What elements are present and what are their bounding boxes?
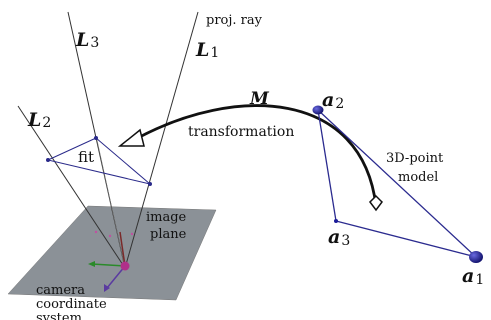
image-plane: [7, 205, 217, 301]
model-point-a3: [334, 219, 338, 223]
model-triangle: [317, 108, 477, 258]
fit-label: fit: [78, 148, 94, 166]
ray-L2: [17, 105, 126, 269]
transformation-symbol: M: [249, 89, 270, 109]
ray-L1: [124, 11, 199, 269]
camera-coordinate-label: camera coordinate system: [36, 283, 111, 320]
ray-label-L1: L1: [195, 39, 219, 61]
point-label-a3: a3: [328, 226, 350, 249]
model-point-a1: [469, 251, 483, 263]
proj-ray-label: proj. ray: [206, 13, 263, 28]
ray-fit-center: [96, 139, 126, 269]
fit-triangle: [46, 137, 151, 185]
camera-axes: [88, 231, 126, 292]
camera-center: [120, 261, 130, 271]
ray-label-L2: L2: [27, 109, 51, 131]
ray-label-L3: L3: [75, 29, 99, 51]
transformation-arrow: [133, 104, 378, 207]
point-label-a1: a1: [462, 265, 484, 288]
point-label-a2: a2: [322, 89, 344, 112]
transformation-label: transformation: [188, 124, 294, 140]
model-point-a2: [312, 105, 324, 115]
projection-rays: [17, 11, 199, 269]
transformation-tail: [369, 194, 383, 212]
image-plane-label: image plane: [146, 210, 190, 242]
transformation-arrowhead: [117, 128, 145, 147]
model-label: 3D-point model: [386, 151, 447, 185]
plane-projection-points: [94, 230, 134, 238]
fit-triangle-vertices: [46, 136, 152, 186]
